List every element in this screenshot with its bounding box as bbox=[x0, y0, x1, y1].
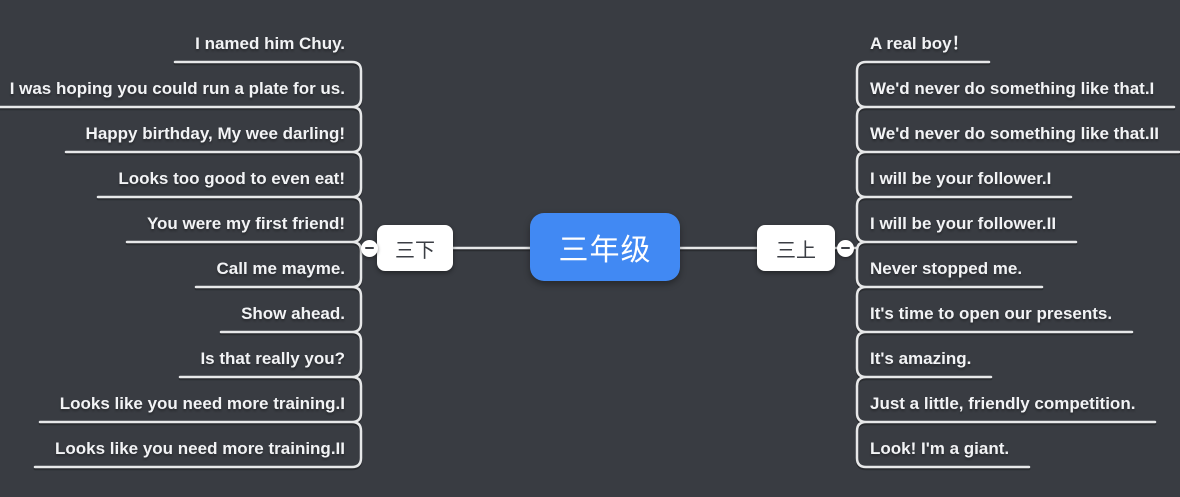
leaf-node[interactable]: It's amazing. bbox=[870, 349, 972, 368]
leaf-node[interactable]: Just a little, friendly competition. bbox=[870, 394, 1136, 413]
leaf-node[interactable]: Call me mayme. bbox=[216, 259, 345, 278]
leaf-node[interactable]: A real boy！ bbox=[870, 34, 969, 53]
branch-node-label: 三下 bbox=[395, 239, 435, 262]
leaf-node[interactable]: Happy birthday, My wee darling! bbox=[85, 124, 345, 143]
leaf-node[interactable]: We'd never do something like that.I bbox=[870, 79, 1155, 98]
leaf-node[interactable]: Looks like you need more training.II bbox=[54, 439, 345, 458]
root-node-label: 三年级 bbox=[558, 234, 652, 267]
leaf-node[interactable]: Looks too good to even eat! bbox=[118, 169, 345, 188]
collapse-button-right[interactable] bbox=[836, 239, 854, 257]
leaf-node[interactable]: I will be your follower.I bbox=[870, 169, 1052, 188]
leaf-node[interactable]: Show ahead. bbox=[241, 304, 345, 323]
leaf-node[interactable]: Never stopped me. bbox=[870, 259, 1023, 278]
minus-icon bbox=[840, 246, 850, 250]
branch-node-label: 三上 bbox=[776, 239, 816, 262]
collapse-button-left[interactable] bbox=[360, 239, 378, 257]
minus-icon bbox=[364, 246, 374, 250]
leaf-node[interactable]: You were my first friend! bbox=[146, 214, 345, 233]
branch-node-left[interactable]: 三下 bbox=[377, 225, 453, 271]
branch-node-right[interactable]: 三上 bbox=[757, 225, 835, 271]
leaf-node[interactable]: Look! I'm a giant. bbox=[870, 439, 1010, 458]
leaf-node[interactable]: I will be your follower.II bbox=[870, 214, 1057, 233]
leaf-node[interactable]: Is that really you? bbox=[200, 349, 345, 368]
leaf-node[interactable]: Looks like you need more training.I bbox=[59, 394, 345, 413]
leaf-node[interactable]: I was hoping you could run a plate for u… bbox=[9, 79, 345, 98]
leaf-node[interactable]: It's time to open our presents. bbox=[870, 304, 1113, 323]
leaf-node[interactable]: We'd never do something like that.II bbox=[870, 124, 1159, 143]
root-node[interactable]: 三年级 bbox=[530, 213, 680, 281]
leaf-node[interactable]: I named him Chuy. bbox=[195, 34, 345, 53]
